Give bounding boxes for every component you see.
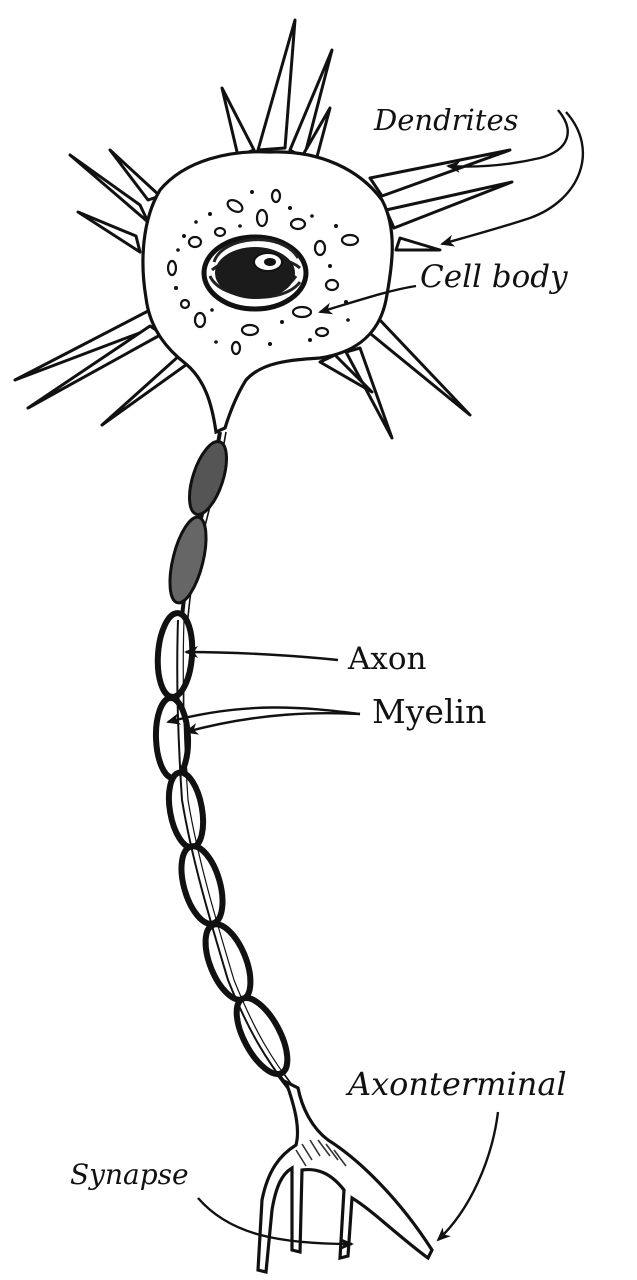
axon-label: Axon <box>348 641 427 677</box>
organelles <box>166 188 360 356</box>
arrow-dendrites-2 <box>440 111 584 247</box>
dendrite-bottom-right <box>318 353 374 394</box>
axon-terminal <box>256 1078 434 1275</box>
arrow-axon <box>184 646 339 662</box>
dendrite-left-mid <box>76 210 142 254</box>
dendrite-right-branch <box>394 236 442 252</box>
arrow-axon-terminal <box>436 1111 500 1242</box>
axon-terminal-shading <box>295 1139 347 1167</box>
dendrite-left-upper <box>68 153 150 224</box>
myelin-sheath <box>152 440 291 1078</box>
leader-lines <box>166 109 584 1250</box>
cell-body-label: Cell body <box>420 259 568 295</box>
dendrite-top-left <box>220 86 256 158</box>
dendrite-top-center <box>256 18 297 152</box>
cytoplasm-dots <box>174 190 350 346</box>
dendrite-right-bottom <box>344 346 394 440</box>
dendrite-right-lower <box>364 316 472 417</box>
axon-terminal-label: Axonterminal <box>348 1065 567 1103</box>
arrow-cell-body <box>318 284 417 315</box>
arrow-myelin-2 <box>184 711 361 735</box>
dendrites-label: Dendrites <box>374 103 519 137</box>
dendrites <box>13 18 514 440</box>
arrow-dendrites-1 <box>446 109 569 173</box>
synapse-label: Synapse <box>70 1158 189 1191</box>
dendrite-right-upper <box>368 148 512 198</box>
arrow-myelin-1 <box>166 706 361 725</box>
nucleus <box>201 234 309 312</box>
arrow-synapse <box>197 1197 354 1250</box>
myelin-label: Myelin <box>372 692 487 731</box>
